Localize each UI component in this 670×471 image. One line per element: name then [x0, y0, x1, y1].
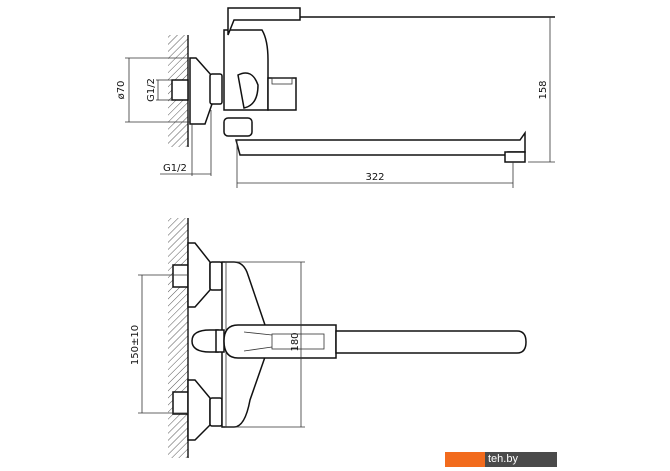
nut — [209, 73, 223, 105]
aerator — [504, 151, 526, 163]
spout-front — [335, 330, 527, 354]
dim-label-spout-length: 322 — [365, 172, 384, 183]
swivel-nut — [223, 117, 253, 137]
inlet-pipe — [171, 79, 189, 101]
top-view: 180 150±10 — [130, 218, 527, 458]
dim-label-diameter: ø70 — [116, 81, 127, 100]
side-view: 158 322 ø70 G1/2 G1/2 — [116, 7, 555, 188]
dim-label-center-distance: 150±10 — [130, 325, 141, 365]
dim-label-outlet-thread: G1/2 — [163, 163, 187, 174]
dim-label-height: 158 — [538, 80, 549, 99]
flange — [189, 57, 213, 125]
dim-label-body-height: 180 — [290, 332, 301, 351]
watermark: teh.by — [445, 452, 557, 467]
watermark-text: teh.by — [485, 452, 557, 467]
handle-lever — [227, 7, 301, 36]
cap — [191, 329, 219, 353]
handle-front — [223, 324, 337, 359]
watermark-logo — [445, 452, 485, 467]
dim-label-inlet-thread: G1/2 — [146, 78, 157, 102]
spout — [235, 130, 526, 156]
diverter — [267, 77, 297, 111]
wall-hatch-front — [168, 218, 188, 458]
